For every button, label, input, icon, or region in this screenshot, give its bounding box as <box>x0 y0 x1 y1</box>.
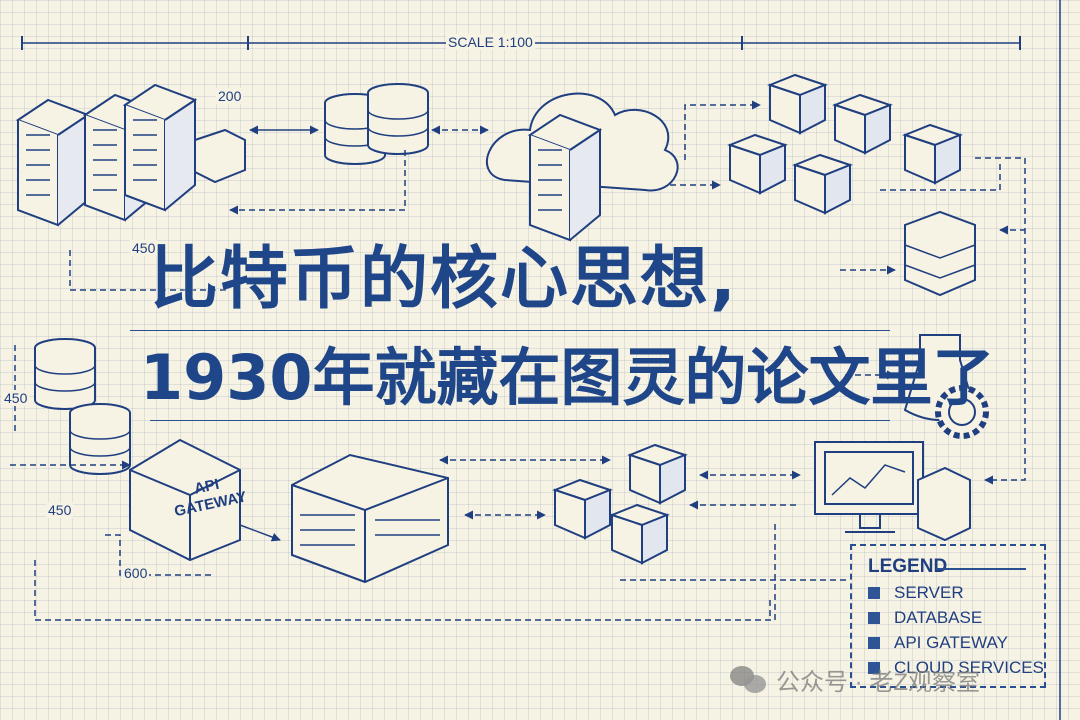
dimension-label: 450 <box>46 502 74 518</box>
legend-swatch <box>868 587 880 599</box>
legend: LEGEND SERVER DATABASE API GATEWAY CLOUD… <box>850 544 1046 688</box>
page-title-line-1: 比特币的核心思想, <box>150 240 738 319</box>
cube-group-icon <box>554 444 686 564</box>
flask-gear-icon <box>903 334 989 439</box>
title-divider <box>150 420 890 421</box>
title-divider <box>130 330 890 331</box>
cube-cluster-icon <box>729 74 961 214</box>
scale-label: SCALE 1:100 <box>446 34 535 50</box>
dimension-label: 600 <box>122 565 150 581</box>
legend-item-cloud-services: CLOUD SERVICES <box>868 658 1044 678</box>
wechat-icon <box>730 665 768 694</box>
page-title-line-2: 1930年就藏在图灵的论文里了 <box>140 341 995 414</box>
legend-swatch <box>868 637 880 649</box>
dimension-label: 450 <box>2 390 30 406</box>
legend-swatch <box>868 662 880 674</box>
legend-heading: LEGEND <box>868 556 948 577</box>
server-icon-right <box>904 210 976 297</box>
watermark-text: 公众号 · 老Z观察室 <box>776 669 980 696</box>
database-icon <box>324 83 429 165</box>
dimension-label: 450 <box>130 240 158 256</box>
legend-item-api-gateway: API GATEWAY <box>868 633 1008 653</box>
legend-item-server: SERVER <box>868 583 964 603</box>
connector-lines <box>10 100 1026 621</box>
server-rack-icon <box>17 84 246 226</box>
dimension-label: 200 <box>216 88 244 104</box>
monitor-chart-icon <box>814 441 971 542</box>
cloud-icon <box>486 92 679 241</box>
database-icon-left <box>34 338 131 475</box>
watermark: 公众号 · 老Z观察室 <box>730 662 980 697</box>
legend-item-database: DATABASE <box>868 608 982 628</box>
legend-swatch <box>868 612 880 624</box>
datacenter-icon <box>291 453 449 584</box>
api-gateway-icon <box>129 438 241 562</box>
legend-rule <box>936 568 1026 570</box>
